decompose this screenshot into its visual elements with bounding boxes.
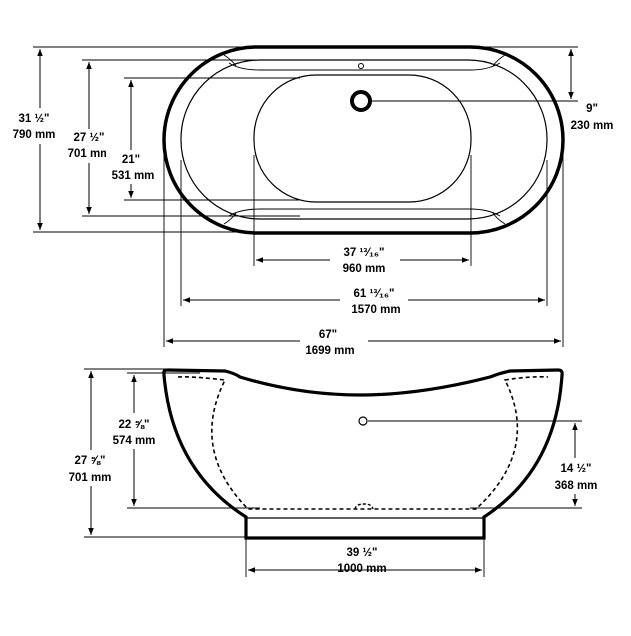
inner-depth-metric: 574 mm [113,435,156,447]
rim-contour-bottom [228,208,501,217]
bottom-length-metric: 960 mm [343,263,386,275]
rim-accent-right [492,54,506,225]
overall-length-imperial: 67" [319,329,337,341]
bottom-width-metric: 531 mm [112,170,155,182]
side-view: 27 ⅝" 701 mm 22 ⅝" 574 mm 14 ½" 368 mm 3… [60,368,606,577]
drain-icon [350,90,372,112]
inner-width-imperial: 27 ½" [73,132,104,144]
tub-outer-rim [162,45,565,235]
overall-height-metric: 701 mm [69,472,112,484]
overflow-side-icon [358,416,368,426]
overall-height-imperial: 27 ⅝" [74,455,105,467]
bottom-length-imperial: 37 ¹³⁄₁₆" [344,247,385,259]
drain-offset-imperial: 9" [586,103,598,115]
tub-bottom-area [253,74,472,203]
top-view: 31 ½" 790 mm 27 ½" 701 mm 21" 531 mm 9" … [2,45,614,361]
inner-length-imperial: 61 ¹³⁄₁₆" [354,288,395,300]
tub-side-shell [162,368,564,540]
base-length-metric: 1000 mm [337,563,386,575]
overflow-height-metric: 368 mm [555,480,598,492]
base-length-imperial: 39 ½" [346,547,377,559]
tub-inner-contour [177,376,549,510]
overflow-icon [358,63,364,69]
bottom-width-imperial: 21" [122,154,140,166]
overflow-height-imperial: 14 ½" [560,463,591,475]
overall-width-imperial: 31 ½" [18,113,49,125]
inner-length-metric: 1570 mm [351,304,400,316]
inner-depth-imperial: 22 ⅝" [118,419,149,431]
drain-side-icon [354,503,374,510]
rim-accent-left [223,54,237,225]
overall-width-metric: 790 mm [13,129,56,141]
overall-length-metric: 1699 mm [305,345,354,357]
rim-contour-top [228,62,501,71]
inner-width-metric: 701 mm [68,148,111,160]
drain-offset-metric: 230 mm [571,120,614,132]
tub-inner-rim [180,59,548,220]
